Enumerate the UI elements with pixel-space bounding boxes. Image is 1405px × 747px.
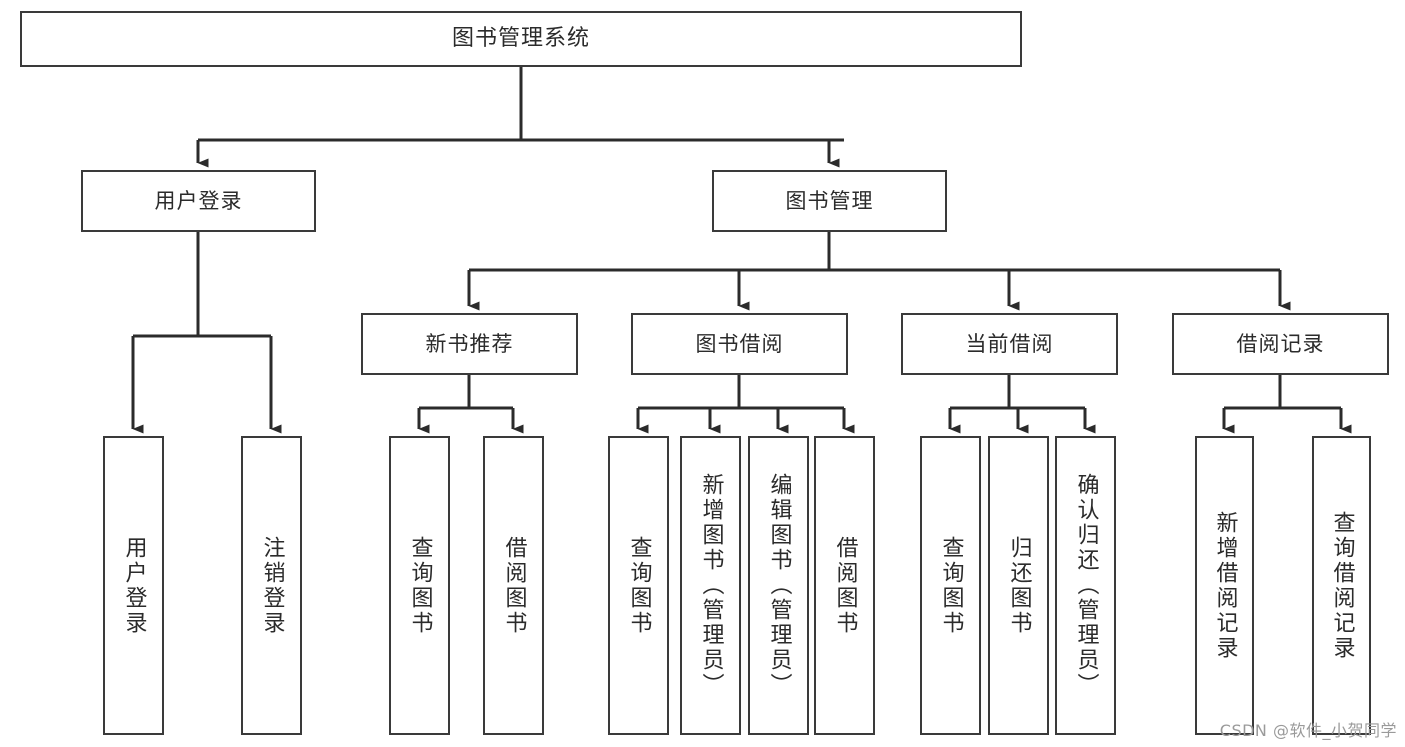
- node-label: 新增图书（管理员）: [698, 473, 724, 698]
- book-borrow-to-leaves-connector: [636, 375, 855, 434]
- node-new-book-recommend[interactable]: 新书推荐: [361, 313, 578, 375]
- node-label: 用户登录: [121, 535, 147, 636]
- leaf-borrow-edit-book[interactable]: 编辑图书（管理员）: [748, 436, 809, 735]
- leaf-borrow-add-book[interactable]: 新增图书（管理员）: [680, 436, 741, 735]
- leaf-record-query[interactable]: 查询借阅记录: [1312, 436, 1371, 735]
- leaf-current-return-book[interactable]: 归还图书: [988, 436, 1049, 735]
- node-label: 确认归还（管理员）: [1073, 473, 1099, 698]
- leaf-borrow-query-book[interactable]: 查询图书: [608, 436, 669, 735]
- node-root-system[interactable]: 图书管理系统: [20, 11, 1022, 67]
- user-login-to-leaves-connector: [131, 232, 282, 434]
- node-label: 新书推荐: [425, 331, 514, 356]
- leaf-new-book-query[interactable]: 查询图书: [389, 436, 450, 735]
- node-label: 新增借阅记录: [1212, 510, 1238, 661]
- node-label: 当前借阅: [965, 331, 1054, 356]
- node-borrow-record[interactable]: 借阅记录: [1172, 313, 1389, 375]
- node-label: 借阅图书: [501, 535, 527, 636]
- node-current-borrow[interactable]: 当前借阅: [901, 313, 1118, 375]
- leaf-borrow-borrow-book[interactable]: 借阅图书: [814, 436, 875, 735]
- node-book-management[interactable]: 图书管理: [712, 170, 947, 232]
- node-label: 用户登录: [154, 188, 243, 213]
- node-user-login[interactable]: 用户登录: [81, 170, 316, 232]
- root-to-level2-connector: [196, 67, 844, 168]
- current-borrow-to-leaves-connector: [948, 375, 1096, 434]
- node-label: 图书管理系统: [451, 26, 590, 52]
- new-book-to-leaves-connector: [417, 375, 524, 434]
- leaf-user-login-signout[interactable]: 注销登录: [241, 436, 302, 735]
- leaf-new-book-borrow[interactable]: 借阅图书: [483, 436, 544, 735]
- node-label: 查询图书: [938, 535, 964, 636]
- node-label: 注销登录: [259, 535, 285, 636]
- node-label: 编辑图书（管理员）: [766, 473, 792, 698]
- node-label: 借阅图书: [832, 535, 858, 636]
- node-label: 图书管理: [785, 188, 874, 213]
- node-label: 查询图书: [626, 535, 652, 636]
- book-mgmt-to-level3-connector: [467, 232, 1291, 311]
- leaf-current-confirm-return[interactable]: 确认归还（管理员）: [1055, 436, 1116, 735]
- leaf-current-query-book[interactable]: 查询图书: [920, 436, 981, 735]
- node-label: 查询借阅记录: [1329, 510, 1355, 661]
- node-label: 图书借阅: [695, 331, 784, 356]
- node-book-borrow[interactable]: 图书借阅: [631, 313, 848, 375]
- leaf-user-login-signin[interactable]: 用户登录: [103, 436, 164, 735]
- node-label: 归还图书: [1006, 535, 1032, 636]
- leaf-record-add[interactable]: 新增借阅记录: [1195, 436, 1254, 735]
- node-label: 查询图书: [407, 535, 433, 636]
- borrow-record-to-leaves-connector: [1222, 375, 1352, 434]
- node-label: 借阅记录: [1236, 331, 1325, 356]
